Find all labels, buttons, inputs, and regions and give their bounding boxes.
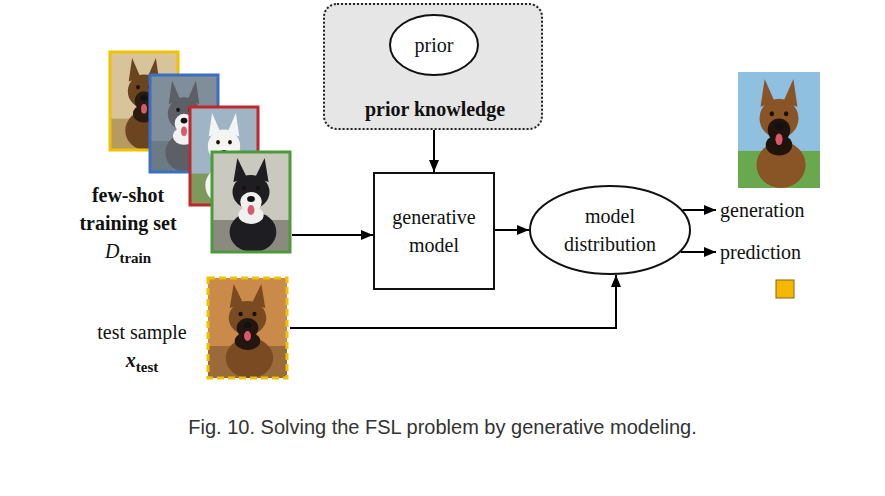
node-text: prior knowledge [325,95,545,123]
node-label: few-shot training setDtrain [58,181,198,272]
photo-frame [212,152,290,252]
arrow-connector [681,251,716,253]
node-text: generative model [392,206,475,256]
figure-caption: Fig. 10. Solving the FSL problem by gene… [0,416,885,439]
output-label: prediction [716,238,805,266]
arrow-connector [495,229,529,231]
training-set: few-shot training setDtrain [50,52,292,264]
ellipse-outline [530,186,690,274]
prior-ellipse: prior [389,14,479,76]
node-text: x [126,349,136,371]
node-text: test [136,359,159,375]
node-label: generation [720,196,804,224]
node-label: prior knowledge [325,95,545,123]
model-distribution-ellipse: model distribution [529,185,691,275]
photo-frame [208,278,287,378]
node-text: prior [415,34,454,56]
train-image-4 [212,152,290,252]
node-label: prediction [720,238,801,266]
dog-photo [212,152,290,252]
node-text: train [119,250,151,266]
test-sample: test sample xtest [80,276,290,380]
ellipse-outline [529,185,691,275]
node-text: D [105,240,119,262]
node-label: prior [415,31,454,59]
dog-photo [738,72,820,188]
node-text: test sample [80,318,204,346]
node-text: prediction [720,241,801,263]
prediction-marker [776,280,794,298]
prior-knowledge-box: prior prior knowledge [323,3,543,130]
arrow-connector [433,130,435,172]
node-text: generation [720,199,804,221]
node-text: model distribution [564,205,656,255]
node-label: generative model [379,203,489,259]
node-text: few-shot training set [58,181,198,237]
ellipse-outline [390,15,478,75]
output-label: generation [716,196,808,224]
arrow-connector [292,234,373,236]
arrow-connector [683,209,716,211]
process-box: generative model [373,172,495,290]
test-image [208,278,287,378]
node-label: test sample xtest [80,318,204,381]
dog-photo [208,278,287,378]
generated-image [738,72,820,188]
node-label: model distribution [550,202,670,258]
